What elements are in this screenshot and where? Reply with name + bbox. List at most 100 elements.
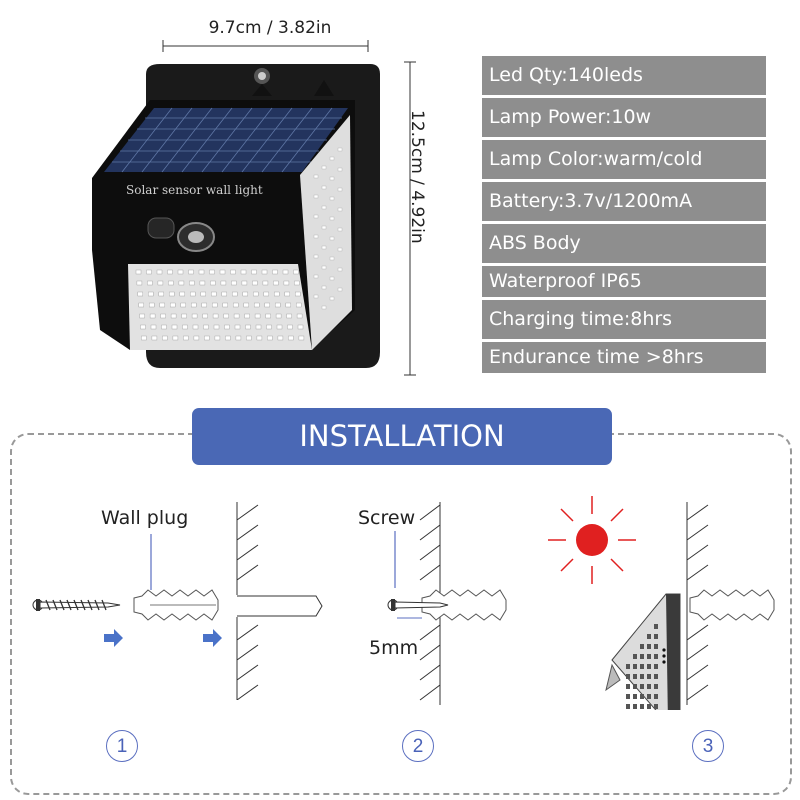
led-dot — [276, 324, 283, 330]
led-dot — [172, 335, 179, 341]
led-dot — [282, 269, 289, 275]
led-dot — [191, 313, 198, 319]
led-dot — [654, 634, 658, 639]
led-dot — [161, 324, 167, 330]
led-dot — [254, 313, 261, 319]
led-dot — [654, 704, 658, 709]
led-dot — [277, 335, 284, 341]
led-dot — [273, 280, 279, 286]
led-dot — [148, 291, 154, 297]
led-dot — [626, 674, 630, 679]
step-3-number: 3 — [692, 730, 724, 762]
led-dot — [235, 335, 242, 341]
led-dot — [136, 280, 143, 286]
led-dot — [252, 280, 258, 286]
led-dot — [213, 324, 220, 330]
led-dot — [211, 302, 218, 308]
led-dot — [295, 291, 301, 297]
wall-plug-icon — [689, 589, 775, 621]
led-dot — [647, 674, 651, 679]
led-dot — [157, 280, 164, 286]
led-dot — [293, 269, 299, 275]
led-dot — [261, 269, 268, 275]
led-dot — [162, 335, 168, 341]
led-dot — [647, 684, 651, 689]
led-dot — [212, 313, 219, 319]
led-dot — [647, 694, 651, 699]
led-dot — [647, 654, 651, 659]
led-dot — [150, 324, 157, 330]
led-dot — [180, 302, 186, 308]
spec-row: ABS Body — [482, 224, 766, 263]
led-dot — [138, 302, 144, 308]
led-dot — [140, 324, 146, 330]
installation-title: INSTALLATION — [192, 408, 612, 465]
led-dot — [640, 704, 644, 709]
led-panel — [128, 264, 312, 350]
lamp-side-icon — [605, 593, 681, 710]
led-dot — [297, 324, 304, 330]
led-dot — [253, 302, 260, 308]
wall-plug-label: Wall plug — [101, 507, 189, 529]
led-dot — [167, 269, 173, 275]
led-dot — [640, 644, 644, 649]
led-dot — [220, 280, 227, 286]
led-dot — [147, 280, 153, 286]
led-dot — [190, 302, 197, 308]
led-dot — [253, 291, 259, 297]
led-dot — [199, 280, 206, 286]
led-dot — [633, 704, 637, 709]
height-dimension-label: 12.5cm / 4.92in — [407, 110, 427, 244]
product-image: Solar sensor wall light — [92, 40, 416, 376]
led-dot — [224, 324, 230, 330]
led-dot — [232, 302, 239, 308]
width-dimension-label: 9.7cm / 3.82in — [208, 18, 332, 38]
spec-row: Lamp Color:warm/cold — [482, 140, 766, 179]
led-dot — [285, 302, 291, 308]
led-dot — [298, 335, 305, 341]
spec-row: Waterproof IP65 — [482, 266, 766, 297]
led-dot — [193, 335, 200, 341]
led-dot — [151, 335, 158, 341]
wall-plug-icon — [421, 589, 507, 621]
led-dot — [146, 269, 152, 275]
led-dot — [158, 291, 165, 297]
led-dot — [272, 269, 278, 275]
led-dot — [654, 654, 658, 659]
led-dot — [209, 269, 215, 275]
led-dot — [159, 302, 165, 308]
led-dot — [263, 291, 269, 297]
led-dot — [626, 684, 630, 689]
led-dot — [294, 280, 300, 286]
led-dot — [626, 694, 630, 699]
led-dot — [179, 291, 186, 297]
led-dot — [190, 291, 196, 297]
led-dot — [211, 291, 217, 297]
led-dot — [654, 694, 658, 699]
step-1-diagram — [32, 502, 323, 700]
led-dot — [647, 704, 651, 709]
step-2-diagram — [387, 502, 507, 705]
led-dot — [654, 684, 658, 689]
led-dot — [221, 291, 228, 297]
step-2-number: 2 — [402, 730, 434, 762]
led-dot — [633, 654, 637, 659]
led-dot — [201, 302, 207, 308]
led-dot — [234, 324, 241, 330]
led-dot — [284, 291, 290, 297]
led-dot — [654, 624, 658, 629]
spec-row: Lamp Power:10w — [482, 98, 766, 137]
led-dot — [633, 664, 637, 669]
led-dot — [210, 280, 216, 286]
led-dot — [256, 335, 263, 341]
led-dot — [626, 704, 630, 709]
sun-icon — [548, 496, 636, 584]
led-dot — [141, 335, 147, 341]
solar-panel — [104, 107, 348, 173]
wall-plug-icon — [133, 534, 219, 621]
screw-label: Screw — [358, 507, 416, 529]
led-dot — [267, 335, 273, 341]
led-dot — [287, 324, 293, 330]
led-dot — [262, 280, 269, 286]
led-dot — [640, 664, 644, 669]
